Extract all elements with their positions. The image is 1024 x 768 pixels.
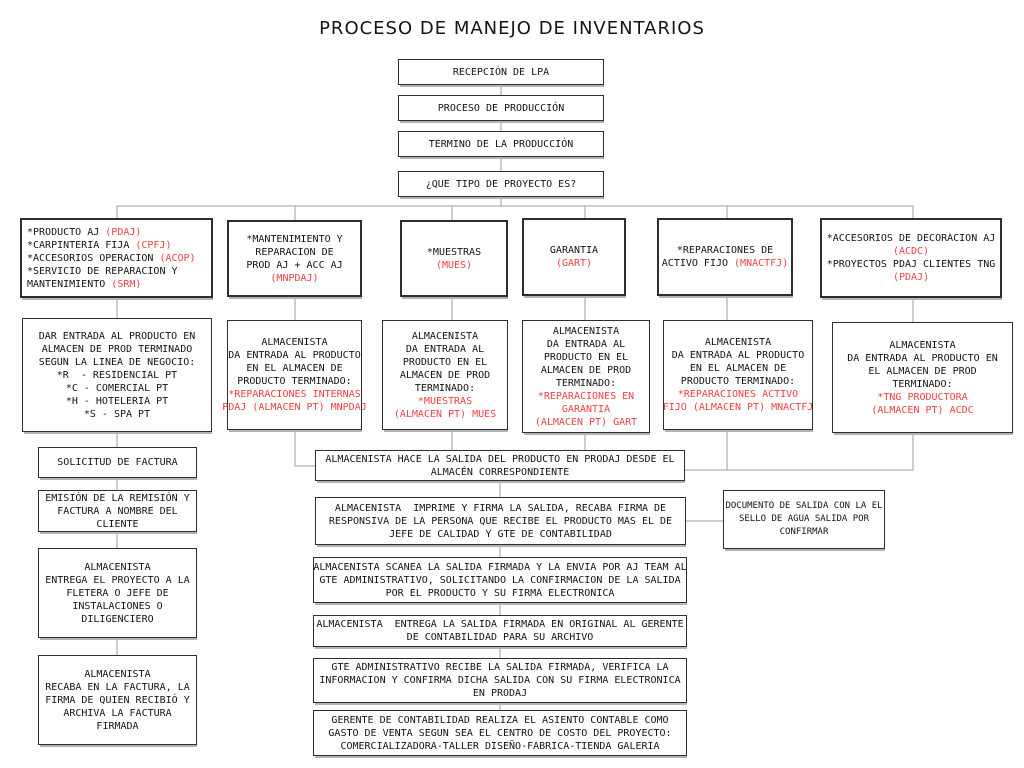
connector-lines bbox=[116, 85, 914, 710]
node-gte-confirma-salida: GTE ADMINISTRATIVO RECIBE LA SALIDA FIRM… bbox=[313, 658, 687, 703]
node-imprime-firma-salida: ALMACENISTA IMPRIME Y FIRMA LA SALIDA, R… bbox=[315, 497, 686, 545]
node-recepcion-lpa: RECEPCIÓN DE LPA bbox=[398, 59, 604, 85]
node-label: ¿QUE TIPO DE PROYECTO ES? bbox=[425, 178, 577, 190]
node-tipo-proyecto-pregunta: ¿QUE TIPO DE PROYECTO ES? bbox=[398, 171, 604, 197]
node-scanea-envia-salida: ALMACENISTA SCANEA LA SALIDA FIRMADA Y L… bbox=[313, 557, 687, 603]
node-label: PROCESO DE PRODUCCIÓN bbox=[437, 102, 565, 114]
node-label: TERMINO DE LA PRODUCCIÓN bbox=[428, 138, 574, 150]
node-solicitud-factura: SOLICITUD DE FACTURA bbox=[38, 447, 197, 478]
node-asiento-contable: GERENTE DE CONTABILIDAD REALIZA EL ASIEN… bbox=[313, 710, 687, 756]
node-label: RECEPCIÓN DE LPA bbox=[452, 66, 550, 78]
page-title: PROCESO DE MANEJO DE INVENTARIOS bbox=[319, 18, 705, 39]
node-type-muestras: *MUESTRAS(MUES) bbox=[400, 220, 508, 297]
node-type-garantia: GARANTIA(GART) bbox=[522, 218, 626, 296]
node-entrega-salida-original: ALMACENISTA ENTREGA LA SALIDA FIRMADA EN… bbox=[313, 615, 687, 647]
node-proceso-produccion: PROCESO DE PRODUCCIÓN bbox=[398, 95, 604, 121]
node-salida-prodaj: ALMACENISTA HACE LA SALIDA DEL PRODUCTO … bbox=[315, 450, 685, 481]
node-type-lineas-de-negocio: *PRODUCTO AJ (PDAJ)*CARPINTERIA FIJA (CP… bbox=[20, 218, 213, 298]
node-termino-produccion: TERMINO DE LA PRODUCCIÓN bbox=[398, 131, 604, 157]
node-type-accesorios-decoracion: *ACCESORIOS DE DECORACION AJ(ACDC)*PROYE… bbox=[820, 218, 1002, 298]
